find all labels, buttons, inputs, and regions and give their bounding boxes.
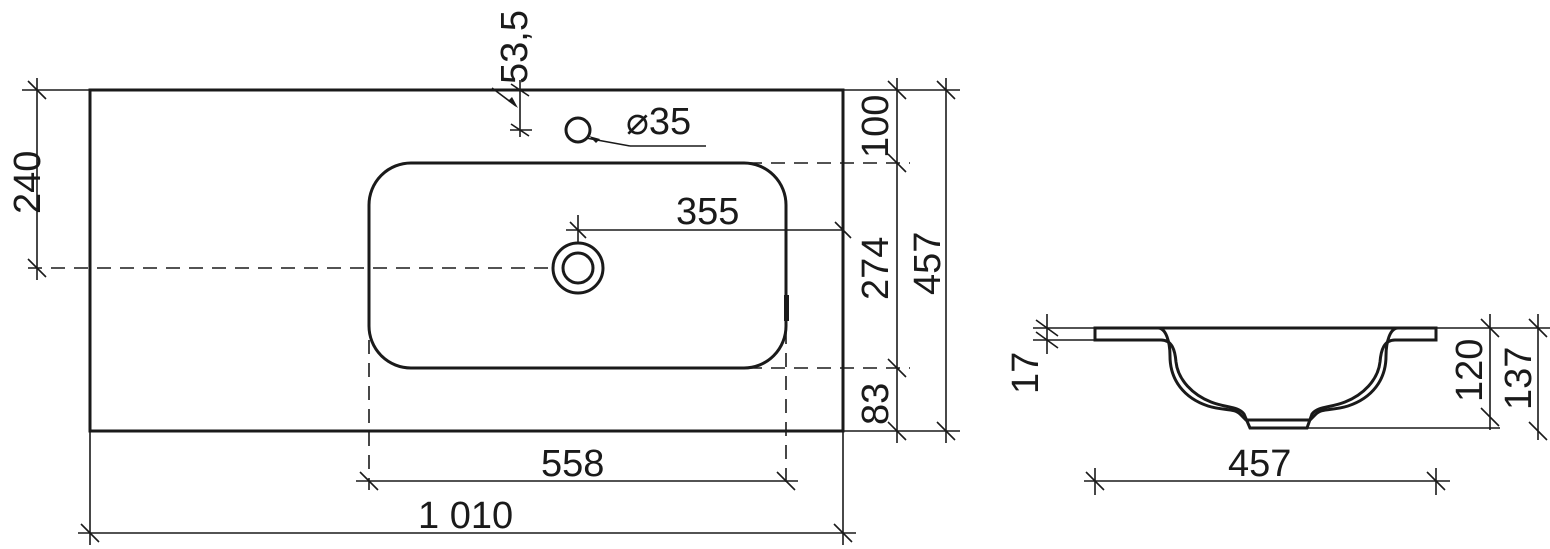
dim-rim-thickness-label: 17 (1005, 352, 1047, 394)
dim-bowl-bottom-label: 83 (855, 383, 897, 425)
countertop-outline (88, 88, 845, 433)
tap-hole (564, 116, 592, 144)
dim-bowl-top-label: 100 (855, 95, 897, 158)
dim-bowl-depth-label: 274 (855, 237, 897, 300)
dim-tap-offset-label: 53,5 (494, 10, 536, 84)
drain-outer (551, 241, 605, 295)
dim-total-height-label: 137 (1498, 347, 1540, 410)
dim-bowl-width-label: 558 (541, 443, 604, 485)
dim-tap-hole: ⌀35 (585, 101, 706, 147)
section-view (1093, 326, 1438, 430)
drain-inner (561, 251, 595, 285)
dim-section-width-label: 457 (1228, 443, 1291, 485)
dim-drain-height-label: 240 (7, 151, 49, 214)
dim-rim-thickness: 17 (1005, 314, 1095, 394)
section-inner-profile (1157, 326, 1399, 422)
dim-drain-offset-label: 355 (676, 191, 739, 233)
dim-bowl-width: 558 (356, 443, 798, 491)
dim-drain-offset: 355 (566, 191, 852, 239)
plan-view (88, 88, 845, 433)
dim-tap-hole-label: ⌀35 (626, 101, 691, 143)
dim-section-width: 457 (1084, 443, 1450, 495)
extension-lines (22, 89, 960, 545)
dim-bowl-height-label: 120 (1449, 339, 1491, 402)
overflow-slot (784, 295, 789, 321)
dim-overall-width: 1 010 (78, 495, 856, 543)
dim-tap-offset: 53,5 (491, 10, 536, 137)
dim-overall-depth-label: 457 (907, 232, 949, 295)
section-outer-profile (1093, 326, 1438, 430)
dim-section-heights: 120 137 (1307, 314, 1550, 441)
dim-right-chain: 100 274 83 (855, 78, 907, 443)
dim-drain-height: 240 (7, 78, 49, 280)
dim-overall-depth: 457 (907, 78, 956, 443)
bowl-outline (367, 161, 788, 370)
dim-overall-width-label: 1 010 (418, 495, 513, 537)
